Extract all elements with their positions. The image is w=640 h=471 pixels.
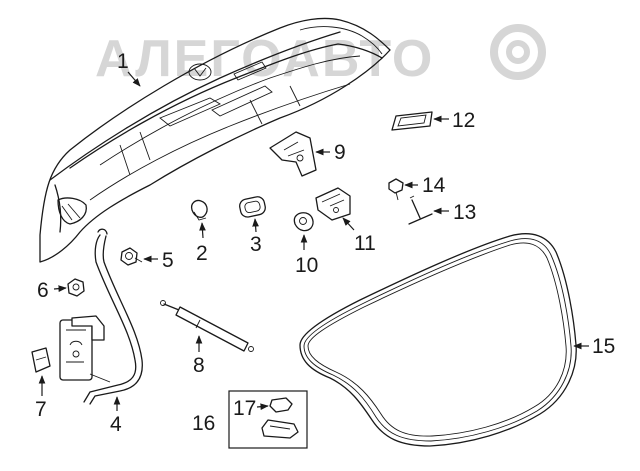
watermark: АЛЕГОАВТО xyxy=(95,24,546,88)
callout-15-label: 15 xyxy=(592,335,615,358)
callout-16-label: 16 xyxy=(192,412,215,435)
callout-6-label: 6 xyxy=(37,279,49,302)
trunk-lid xyxy=(39,17,391,263)
callout-8: 8 xyxy=(193,335,205,377)
callout-9: 9 xyxy=(315,141,346,164)
callout-3: 3 xyxy=(250,218,262,256)
callout-9-label: 9 xyxy=(334,141,346,164)
callout-10: 10 xyxy=(295,234,318,277)
latch-bracket xyxy=(269,131,317,177)
callout-2: 2 xyxy=(196,222,208,265)
clip-7 xyxy=(31,347,51,373)
callout-1-label: 1 xyxy=(117,50,129,73)
callout-10-label: 10 xyxy=(295,254,318,277)
callout-12-label: 12 xyxy=(452,109,475,132)
bolt-5 xyxy=(120,247,143,266)
callout-5-label: 5 xyxy=(162,249,174,272)
callout-3-label: 3 xyxy=(250,233,262,256)
hinge-arm xyxy=(59,228,143,405)
watermark-logo xyxy=(490,24,546,80)
callout-12: 12 xyxy=(433,109,475,132)
latch xyxy=(315,187,351,221)
callout-13: 13 xyxy=(433,201,476,224)
callout-14: 14 xyxy=(404,174,446,197)
callout-7: 7 xyxy=(35,375,47,421)
callout-7-label: 7 xyxy=(35,398,47,421)
callout-16: 16 xyxy=(192,412,215,435)
callout-14-label: 14 xyxy=(422,174,446,197)
grommet xyxy=(239,196,266,218)
callout-4-label: 4 xyxy=(110,413,122,436)
callout-2-label: 2 xyxy=(196,242,208,265)
weatherstrip xyxy=(299,233,577,447)
nut-6 xyxy=(67,278,85,297)
callout-5: 5 xyxy=(143,249,174,272)
callout-17-label: 17 xyxy=(233,397,256,420)
callout-11-label: 11 xyxy=(354,232,376,255)
callout-4: 4 xyxy=(110,396,122,436)
pin-13 xyxy=(408,195,433,225)
gas-strut xyxy=(160,300,254,352)
kit-box xyxy=(228,390,308,449)
callout-15: 15 xyxy=(573,335,615,358)
bumper-stop xyxy=(190,199,208,221)
lock-cylinder xyxy=(293,212,314,232)
callout-1: 1 xyxy=(117,50,141,87)
callout-6: 6 xyxy=(37,279,67,302)
screw-14 xyxy=(388,178,404,201)
callout-17: 17 xyxy=(233,397,269,420)
callout-13-label: 13 xyxy=(453,201,476,224)
callout-11: 11 xyxy=(342,217,376,255)
release-switch xyxy=(391,111,433,131)
callout-8-label: 8 xyxy=(193,354,205,377)
